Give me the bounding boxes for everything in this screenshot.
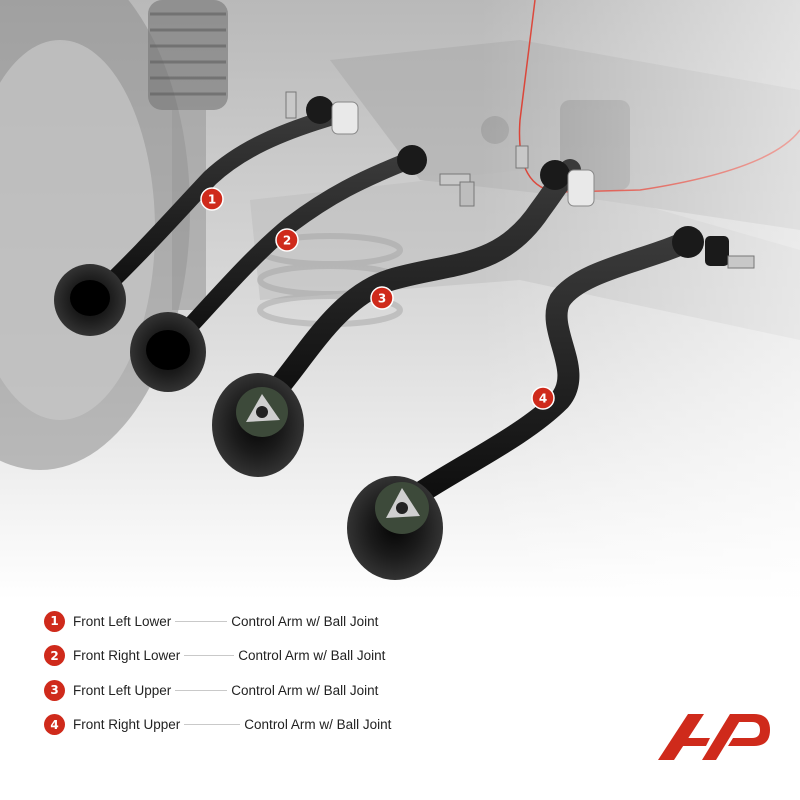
legend-description: Control Arm w/ Ball Joint	[244, 717, 392, 733]
part-legend: 1 Front Left Lower Control Arm w/ Ball J…	[44, 604, 644, 742]
control-arm-2	[130, 145, 475, 392]
legend-divider	[184, 724, 241, 726]
legend-badge: 1	[44, 610, 65, 632]
legend-badge: 3	[44, 679, 65, 701]
legend-description: Control Arm w/ Ball Joint	[231, 682, 379, 698]
legend-item: 4 Front Right Upper Control Arm w/ Ball …	[44, 708, 644, 743]
legend-position: Front Left Upper	[73, 682, 172, 698]
legend-badge: 4	[44, 714, 65, 736]
legend-item: 3 Front Left Upper Control Arm w/ Ball J…	[44, 673, 644, 708]
product-photo: 1 2 3 4	[0, 0, 800, 600]
legend-divider	[184, 655, 235, 657]
brand-logo-icon	[658, 714, 770, 760]
svg-text:4: 4	[539, 392, 547, 406]
callout-badge-3: 3	[370, 286, 394, 310]
legend-description: Control Arm w/ Ball Joint	[231, 613, 379, 629]
legend-position: Front Right Lower	[73, 648, 181, 664]
legend-item: 2 Front Right Lower Control Arm w/ Ball …	[44, 639, 644, 674]
callout-badge-4: 4	[531, 386, 555, 410]
legend-description: Control Arm w/ Ball Joint	[238, 648, 386, 664]
control-arm-4	[347, 226, 755, 580]
legend-badge: 2	[44, 645, 65, 667]
svg-text:1: 1	[208, 193, 216, 207]
legend-position: Front Left Lower	[73, 613, 172, 629]
control-arm-3	[212, 145, 595, 477]
legend-divider	[175, 620, 228, 622]
legend-divider	[175, 689, 228, 691]
legend-position: Front Right Upper	[73, 717, 181, 733]
callout-badge-1: 1	[200, 187, 224, 211]
control-arm-1	[54, 91, 359, 336]
legend-item: 1 Front Left Lower Control Arm w/ Ball J…	[44, 604, 644, 639]
svg-text:2: 2	[283, 234, 291, 248]
svg-text:3: 3	[378, 292, 386, 306]
callout-badge-2: 2	[275, 228, 299, 252]
